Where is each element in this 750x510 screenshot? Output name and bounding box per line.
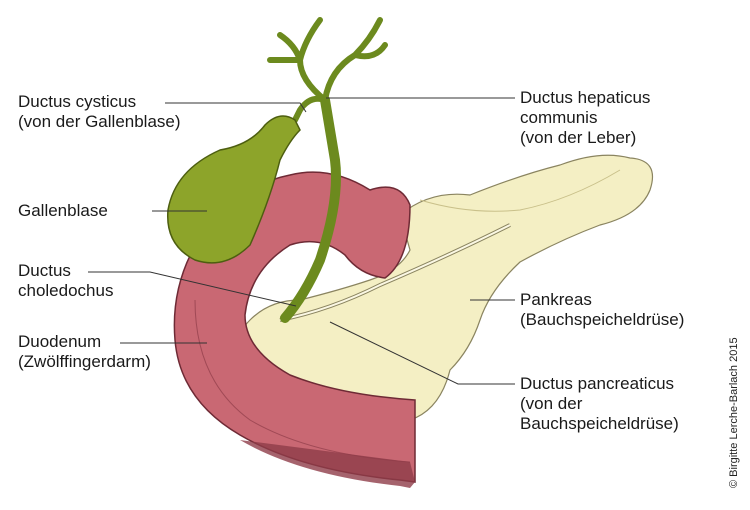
label-ductus-pancreaticus: Ductus pancreaticus (von der Bauchspeich… — [520, 374, 679, 434]
label-ductus-choledochus: Ductus choledochus — [18, 261, 113, 301]
label-line: (von der — [520, 394, 583, 413]
label-line: Ductus cysticus — [18, 92, 137, 111]
pancreas-lobe-line — [419, 169, 621, 212]
leader-line-ductus-cysticus — [165, 102, 307, 113]
label-duodenum: Duodenum (Zwölffingerdarm) — [18, 332, 151, 372]
copyright: © Birgitte Lerche-Barlach 2015 — [728, 337, 740, 488]
label-line: Bauchspeicheldrüse) — [520, 414, 679, 433]
label-line: Ductus hepaticus — [520, 88, 651, 107]
common-bile-duct — [280, 95, 341, 323]
label-gallenblase: Gallenblase — [18, 201, 108, 221]
label-line: Ductus — [18, 261, 71, 280]
label-pankreas: Pankreas (Bauchspeicheldrüse) — [520, 290, 684, 330]
label-line: Pankreas — [520, 290, 592, 309]
label-ductus-cysticus: Ductus cysticus (von der Gallenblase) — [18, 92, 181, 132]
label-line: (von der Leber) — [520, 128, 637, 147]
label-line: Gallenblase — [18, 201, 108, 220]
duodenum-cut-end — [240, 440, 415, 488]
label-line: (Bauchspeicheldrüse) — [520, 310, 685, 329]
label-line: communis — [520, 108, 598, 127]
pancreatic-duct-lumen — [279, 224, 511, 321]
leader-lines — [88, 97, 515, 385]
label-line: (von der Gallenblase) — [18, 112, 181, 131]
label-line: choledochus — [18, 281, 114, 300]
pancreas — [236, 154, 654, 422]
label-line: Ductus pancreaticus — [520, 374, 675, 393]
leader-line-ductus-pancreaticus — [329, 321, 515, 385]
label-line: (Zwölffingerdarm) — [18, 352, 151, 371]
gallbladder — [166, 115, 301, 264]
label-ductus-hepaticus: Ductus hepaticus communis (von der Leber… — [520, 88, 650, 148]
leader-line-ductus-choledochus — [88, 271, 297, 307]
label-line: Duodenum — [18, 332, 102, 351]
hepatic-duct-branches — [267, 17, 388, 123]
